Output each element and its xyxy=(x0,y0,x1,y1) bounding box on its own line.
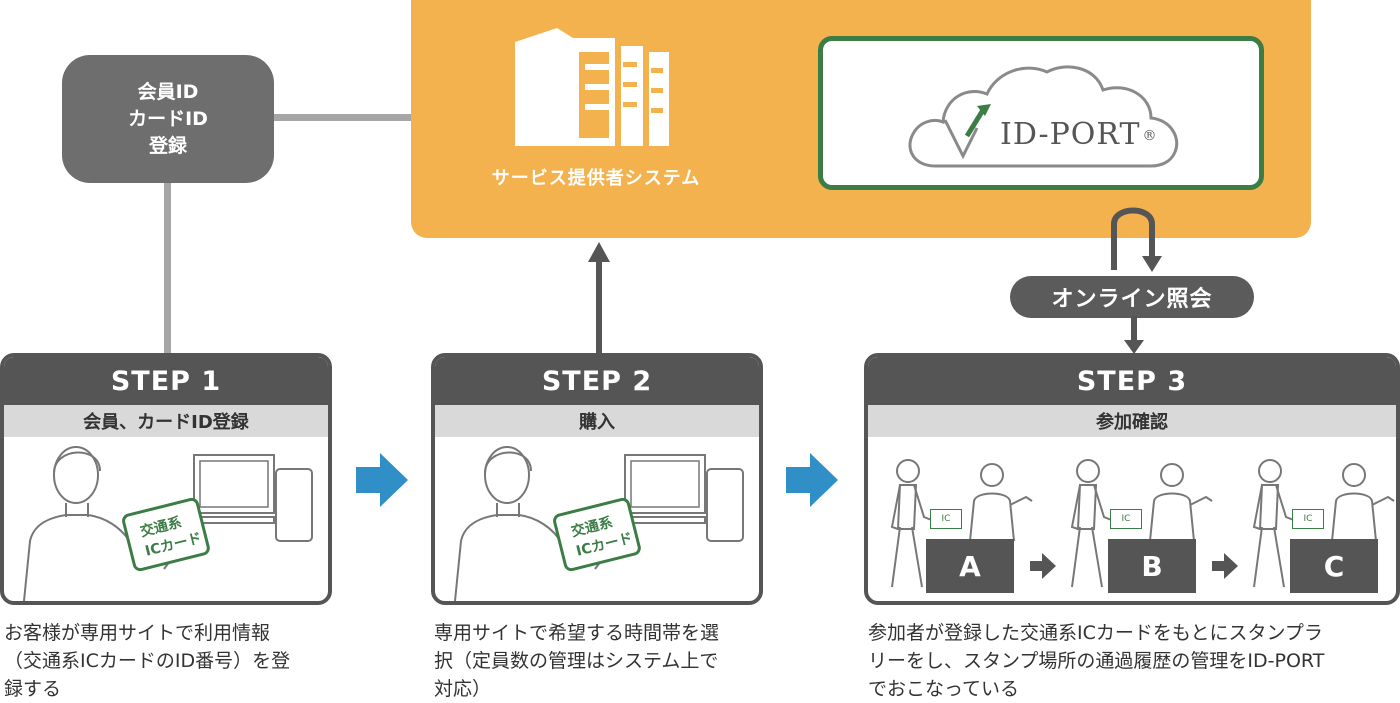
step-2-to-3-arrow-icon xyxy=(786,453,838,507)
step-1-description: お客様が専用サイトで利用情報 （交通系ICカードのID番号）を登 録する xyxy=(4,619,344,703)
step-3-desc-line-1: 参加者が登録した交通系ICカードをもとにスタンプラ xyxy=(868,622,1323,644)
step-1-illustration: 交通系 ICカード xyxy=(4,437,328,601)
gate-c: C xyxy=(1290,539,1378,593)
gate-a: A xyxy=(926,539,1014,593)
walking-person-icon xyxy=(890,459,935,588)
step-2-desc-line-3: 対応） xyxy=(434,678,492,700)
walking-person-icon xyxy=(1252,459,1297,588)
gate-arrow-icon xyxy=(1030,553,1056,579)
step-3-panel: STEP 3 参加確認 IC A IC B xyxy=(864,353,1400,605)
loop-arrow-icon xyxy=(1111,207,1162,272)
id-port-name: ID-PORT xyxy=(1000,117,1141,152)
step-1-subtitle: 会員、カードID登録 xyxy=(4,405,328,437)
step-3-title: STEP 3 xyxy=(868,357,1396,405)
registered-mark: ® xyxy=(1142,128,1158,144)
cloud-icon xyxy=(908,65,1179,168)
up-arrow-icon xyxy=(588,242,610,356)
system-label: サービス提供者システム xyxy=(491,168,701,189)
step-3-desc-line-2: リーをし、スタンプ場所の通過履歴の管理をID-PORT xyxy=(868,650,1325,672)
step-2-desc-line-1: 専用サイトで希望する時間帯を選 xyxy=(434,622,720,644)
id-port-logo-text: ID-PORT® xyxy=(1000,117,1157,152)
person-with-card-icon: 交通系 ICカード xyxy=(454,446,744,601)
step-1-desc-line-1: お客様が専用サイトで利用情報 xyxy=(4,622,271,644)
registration-line-3: 登録 xyxy=(148,134,187,157)
connector-reg-to-step1 xyxy=(164,183,171,353)
connector-reg-to-system xyxy=(274,114,411,121)
person-with-card-icon: 交通系 ICカード xyxy=(23,446,313,601)
step-2-illustration: 交通系 ICカード xyxy=(435,437,759,601)
step-1-desc-line-2: （交通系ICカードのID番号）を登 xyxy=(4,650,291,672)
staff-person-icon xyxy=(1331,463,1395,541)
step-1-panel: STEP 1 会員、カードID登録 交通系 ICカード xyxy=(0,353,332,605)
step-3-illustration: IC A IC B IC xyxy=(868,437,1396,601)
gate-arrow-icon xyxy=(1212,553,1238,579)
step-1-title: STEP 1 xyxy=(4,357,328,405)
ic-card-tag: IC xyxy=(1292,509,1324,529)
building-icon xyxy=(515,28,669,146)
staff-person-icon xyxy=(969,463,1033,541)
step-2-title: STEP 2 xyxy=(435,357,759,405)
step-3-subtitle: 参加確認 xyxy=(868,405,1396,437)
ic-card-tag: IC xyxy=(1110,509,1142,529)
step-3-description: 参加者が登録した交通系ICカードをもとにスタンプラ リーをし、スタンプ場所の通過… xyxy=(868,619,1400,703)
registration-badge: 会員ID カードID 登録 xyxy=(62,55,274,183)
step-2-panel: STEP 2 購入 交通系 ICカード xyxy=(431,353,763,605)
down-arrow-icon xyxy=(1124,316,1144,354)
id-port-box xyxy=(818,36,1264,190)
step-3-desc-line-3: でおこなっている xyxy=(868,678,1020,700)
registration-line-2: カードID xyxy=(128,107,208,130)
step-2-desc-line-2: 択（定員数の管理はシステム上で xyxy=(434,650,719,672)
online-query-badge: オンライン照会 xyxy=(1010,276,1254,318)
staff-person-icon xyxy=(1149,463,1213,541)
step-1-to-2-arrow-icon xyxy=(356,453,408,507)
step-2-description: 専用サイトで希望する時間帯を選 択（定員数の管理はシステム上で 対応） xyxy=(434,619,774,703)
walking-person-icon xyxy=(1070,459,1115,588)
step-1-desc-line-3: 録する xyxy=(4,678,62,700)
gate-b: B xyxy=(1108,539,1196,593)
registration-line-1: 会員ID xyxy=(137,80,199,103)
ic-card-tag: IC xyxy=(930,509,962,529)
step-2-subtitle: 購入 xyxy=(435,405,759,437)
